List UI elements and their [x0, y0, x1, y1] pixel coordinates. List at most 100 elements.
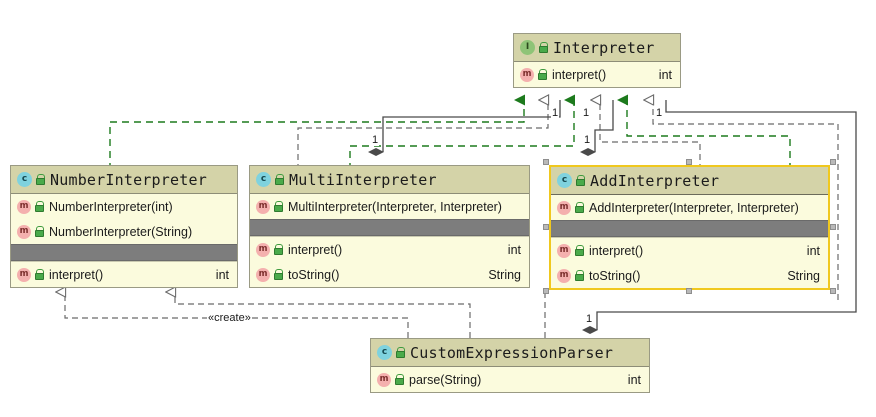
dependency-multi-to-interpreter[interactable] — [297, 100, 548, 170]
compartment-constructors: m NumberInterpreter(int) m NumberInterpr… — [11, 194, 237, 244]
member-name: toString() — [589, 268, 641, 283]
member-type: String — [787, 268, 820, 283]
member-name: interpret() — [589, 243, 644, 258]
method-icon: m — [557, 243, 571, 258]
node-interpreter-title: Interpreter — [553, 38, 655, 57]
member-name: interpret() — [49, 267, 104, 282]
public-lock-icon — [538, 69, 548, 80]
node-add-interpreter[interactable]: c AddInterpreter m AddInterpreter(Interp… — [549, 165, 830, 290]
dependency-parser-to-interpreter[interactable] — [653, 100, 839, 300]
compartment-methods: m interpret() int — [11, 261, 237, 287]
member-name: AddInterpreter(Interpreter, Interpreter) — [589, 200, 799, 215]
method-icon: m — [520, 67, 534, 82]
member-row[interactable]: m MultiInterpreter(Interpreter, Interpre… — [250, 194, 529, 219]
compartment-separator — [11, 244, 237, 261]
composition-interpreter-to-add[interactable] — [580, 100, 614, 156]
method-icon: m — [17, 267, 31, 282]
member-row[interactable]: m AddInterpreter(Interpreter, Interprete… — [551, 195, 828, 220]
selection-handle-ne[interactable] — [830, 159, 836, 165]
realization-multi-to-interpreter[interactable] — [349, 94, 575, 170]
multiplicity-label-parser-composition: 1 — [585, 313, 594, 325]
composition-interpreter-to-multi[interactable] — [368, 100, 561, 156]
member-name: NumberInterpreter(int) — [49, 199, 173, 214]
selection-handle-nw[interactable] — [543, 159, 549, 165]
class-icon: c — [377, 345, 392, 360]
node-number-interpreter-title: NumberInterpreter — [50, 170, 207, 189]
node-number-interpreter-header: c NumberInterpreter — [11, 166, 237, 194]
class-icon: c — [17, 172, 32, 187]
selection-handle-sw[interactable] — [543, 288, 549, 294]
class-icon: c — [256, 172, 271, 187]
realization-add-to-interpreter[interactable] — [617, 94, 791, 170]
member-name: parse(String) — [409, 372, 482, 387]
compartment-separator — [551, 220, 828, 237]
public-lock-icon — [35, 226, 45, 237]
selection-handle-se[interactable] — [830, 288, 836, 294]
multiplicity-label-multi-dependency: 1 — [551, 107, 560, 119]
member-row[interactable]: m toString() String — [250, 262, 529, 287]
class-icon: c — [557, 173, 572, 188]
public-lock-icon — [539, 42, 549, 53]
node-custom-expression-parser-header: c CustomExpressionParser — [371, 339, 649, 367]
public-lock-icon — [36, 174, 46, 185]
member-type: String — [488, 267, 521, 282]
member-type: int — [806, 243, 820, 258]
member-row[interactable]: m parse(String) int — [371, 367, 649, 392]
composition-interpreter-to-parser[interactable] — [582, 100, 857, 334]
multiplicity-label-add-composition: 1 — [583, 134, 592, 146]
member-row[interactable]: m NumberInterpreter(String) — [11, 219, 237, 244]
selection-handle-w[interactable] — [543, 224, 549, 230]
compartment-methods: m interpret() int m toString() String — [250, 236, 529, 287]
selection-handle-n[interactable] — [686, 159, 692, 165]
compartment-methods: m parse(String) int — [371, 367, 649, 392]
selection-handle-s[interactable] — [686, 288, 692, 294]
public-lock-icon — [35, 269, 45, 280]
node-number-interpreter[interactable]: c NumberInterpreter m NumberInterpreter(… — [10, 165, 238, 288]
compartment-constructors: m MultiInterpreter(Interpreter, Interpre… — [250, 194, 529, 219]
member-type: int — [658, 67, 672, 82]
node-interpreter[interactable]: I Interpreter m interpret() int — [513, 33, 681, 88]
member-row[interactable]: m interpret() int — [551, 238, 828, 263]
method-icon: m — [557, 200, 571, 215]
member-row[interactable]: m interpret() int — [250, 237, 529, 262]
dependency-add-to-interpreter[interactable] — [600, 100, 701, 170]
dependency-parser-create-number-b[interactable] — [175, 292, 471, 338]
method-icon: m — [256, 242, 270, 257]
method-icon: m — [17, 224, 31, 239]
compartment-separator — [250, 219, 529, 236]
interface-icon: I — [520, 40, 535, 55]
public-lock-icon — [576, 175, 586, 186]
member-type: int — [627, 372, 641, 387]
multiplicity-label-add-dependency: 1 — [582, 107, 591, 119]
compartment-methods: m interpret() int m toString() String — [551, 237, 828, 288]
method-icon: m — [256, 199, 270, 214]
member-name: interpret() — [552, 67, 607, 82]
node-multi-interpreter-title: MultiInterpreter — [289, 170, 437, 189]
realization-number-to-interpreter[interactable] — [109, 94, 525, 170]
selection-handle-e[interactable] — [830, 224, 836, 230]
method-icon: m — [557, 268, 571, 283]
public-lock-icon — [275, 174, 285, 185]
public-lock-icon — [35, 201, 45, 212]
member-type: int — [215, 267, 229, 282]
member-row[interactable]: m interpret() int — [514, 62, 680, 87]
node-custom-expression-parser-title: CustomExpressionParser — [410, 343, 614, 362]
compartment-methods: m interpret() int — [514, 62, 680, 87]
member-name: toString() — [288, 267, 340, 282]
node-add-interpreter-header: c AddInterpreter — [551, 167, 828, 195]
node-multi-interpreter-header: c MultiInterpreter — [250, 166, 529, 194]
node-add-interpreter-title: AddInterpreter — [590, 171, 720, 190]
public-lock-icon — [395, 374, 405, 385]
member-row[interactable]: m interpret() int — [11, 262, 237, 287]
node-custom-expression-parser[interactable]: c CustomExpressionParser m parse(String)… — [370, 338, 650, 393]
member-name: MultiInterpreter(Interpreter, Interprete… — [288, 199, 502, 214]
method-icon: m — [377, 372, 391, 387]
public-lock-icon — [274, 269, 284, 280]
member-row[interactable]: m toString() String — [551, 263, 828, 288]
public-lock-icon — [396, 347, 406, 358]
method-icon: m — [256, 267, 270, 282]
node-multi-interpreter[interactable]: c MultiInterpreter m MultiInterpreter(In… — [249, 165, 530, 288]
member-row[interactable]: m NumberInterpreter(int) — [11, 194, 237, 219]
